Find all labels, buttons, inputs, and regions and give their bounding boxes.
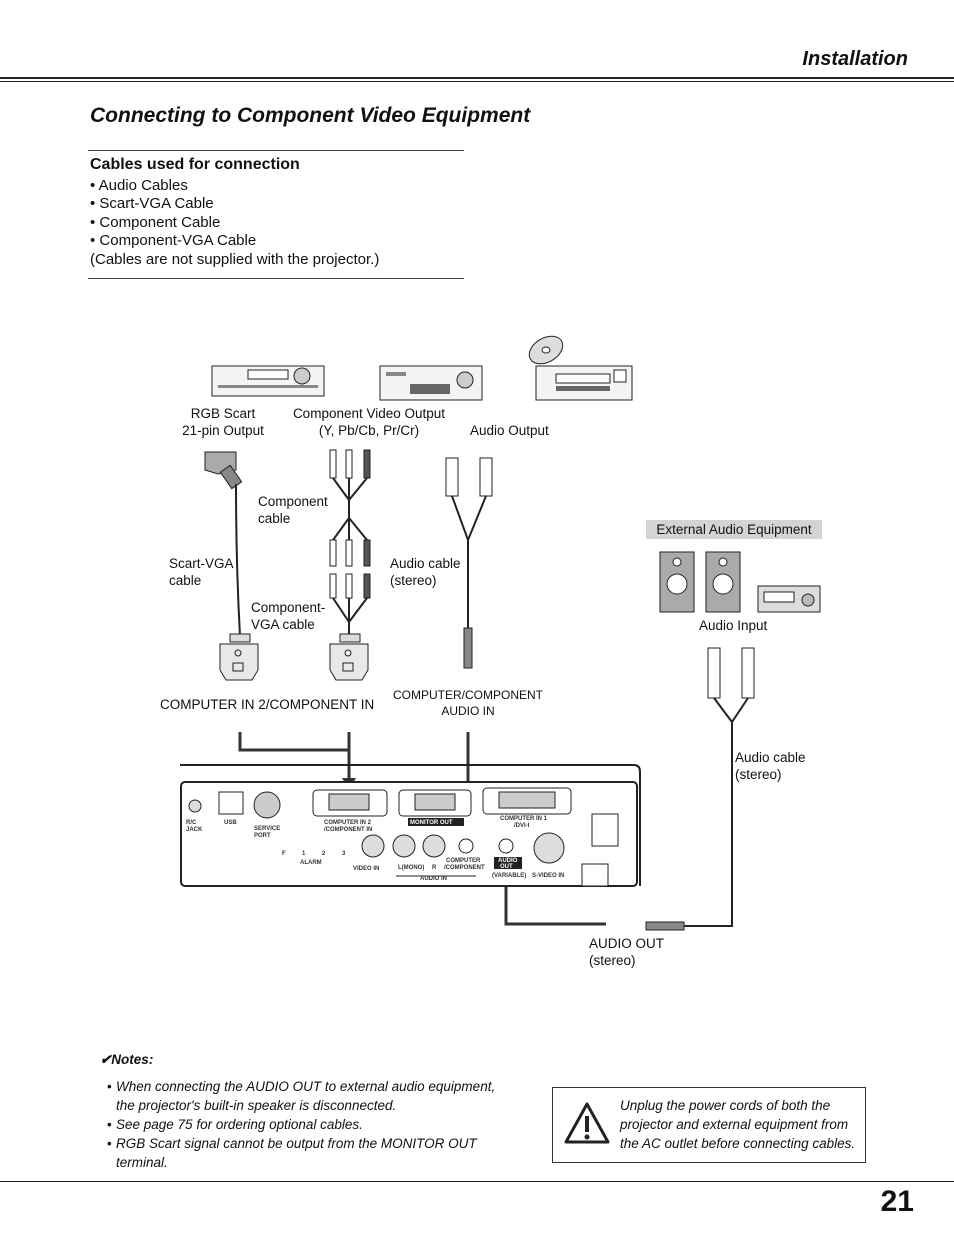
- panel-labels: R/C JACK USB SERVICE PORT COMPUTER IN 2 …: [186, 816, 564, 882]
- panel-r-label: R: [432, 865, 437, 871]
- component-rca-top: [329, 449, 371, 636]
- scart-device-icon: [211, 365, 325, 397]
- panel-audio-out-label-2: OUT: [500, 864, 513, 870]
- speaker-right-icon: [705, 551, 741, 613]
- footer-rule: [0, 1181, 954, 1182]
- note-item: See page 75 for ordering optional cables…: [107, 1115, 500, 1134]
- panel-computer-in2-label-2: /COMPONENT IN: [324, 827, 372, 833]
- external-audio-label: External Audio Equipment: [646, 520, 822, 539]
- audio-out-label: AUDIO OUT (stereo): [589, 936, 665, 968]
- page-number: 21: [880, 1185, 914, 1218]
- rgb-scart-label: RGB Scart 21-pin Output: [182, 406, 264, 438]
- cables-heading: Cables used for connection: [90, 156, 300, 173]
- panel-computer-in2-label: COMPUTER IN 2: [324, 820, 372, 826]
- computer-component-audio-label: COMPUTER/COMPONENT AUDIO IN: [393, 688, 543, 718]
- cables-note: (Cables are not supplied with the projec…: [90, 250, 380, 268]
- panel-service-label: SERVICE: [254, 826, 280, 832]
- panel-service-label-2: PORT: [254, 833, 271, 839]
- audio-cable-external-label: Audio cable (stereo): [735, 750, 806, 782]
- cables-top-rule: [88, 150, 464, 151]
- projector-rear-panel: R/C JACK USB SERVICE PORT COMPUTER IN 2 …: [180, 764, 641, 887]
- scart-vga-cable-label: Scart-VGA cable: [169, 556, 234, 588]
- audio-cable-external: [645, 647, 755, 931]
- vga-plug-right-icon: [329, 633, 369, 681]
- section-title: Installation: [802, 48, 908, 70]
- panel-alarm-label: ALARM: [300, 860, 322, 866]
- panel-s-video-label: S-VIDEO IN: [532, 873, 564, 879]
- warning-icon: [564, 1102, 610, 1144]
- notes-section: ✔Notes: When connecting the AUDIO OUT to…: [100, 1052, 500, 1172]
- panel-computer-in1-label: COMPUTER IN 1: [500, 816, 548, 822]
- audio-output-label: Audio Output: [470, 423, 549, 438]
- panel-video-in-label: VIDEO IN: [353, 866, 379, 872]
- component-output-label: Component Video Output (Y, Pb/Cb, Pr/Cr): [292, 406, 446, 438]
- component-cable-label: Component cable: [258, 494, 328, 526]
- vga-plug-left-icon: [219, 633, 259, 681]
- panel-computer-component-label-2: /COMPONENT: [444, 865, 485, 871]
- panel-audio-out-label: AUDIO: [498, 858, 518, 864]
- cables-list: Cables used for connection • Audio Cable…: [90, 156, 379, 270]
- panel-2-label: 2: [322, 851, 326, 857]
- panel-computer-component-label: COMPUTER: [446, 858, 481, 864]
- panel-f-label: F: [282, 851, 286, 857]
- panel-rc-jack-label-2: JACK: [186, 827, 203, 833]
- component-vga-cable-label: Component- VGA cable: [251, 600, 326, 632]
- cable-item: • Component-VGA Cable: [90, 232, 257, 250]
- audio-cable-label: Audio cable (stereo): [390, 556, 461, 588]
- note-item: When connecting the AUDIO OUT to externa…: [107, 1077, 500, 1115]
- header-rule-thick: [0, 77, 954, 79]
- warning-box: Unplug the power cords of both the proje…: [552, 1087, 866, 1163]
- note-item: RGB Scart signal cannot be output from t…: [107, 1134, 500, 1172]
- warning-text: Unplug the power cords of both the proje…: [620, 1098, 856, 1151]
- panel-computer-in1-label-2: /DVI-I: [514, 823, 530, 829]
- notes-heading: ✔Notes:: [100, 1052, 154, 1067]
- scart-plug-icon: [204, 451, 243, 490]
- page-title: Connecting to Component Video Equipment: [90, 104, 531, 127]
- cables-bottom-rule: [88, 278, 464, 279]
- header-rule-thin: [0, 81, 954, 82]
- audio-cable-source: [445, 457, 493, 669]
- panel-audio-in-label: AUDIO IN: [420, 876, 447, 882]
- component-device-icon: [379, 365, 483, 401]
- panel-3-label: 3: [342, 851, 346, 857]
- panel-rc-jack-label: R/C: [186, 820, 197, 826]
- panel-usb-label: USB: [224, 820, 237, 826]
- panel-variable-label: (VARIABLE): [492, 873, 526, 879]
- panel-l-mono-label: L(MONO): [398, 865, 424, 871]
- audio-device-icon: [528, 335, 633, 401]
- audio-input-label: Audio Input: [699, 618, 768, 633]
- cable-item: • Component Cable: [90, 213, 221, 231]
- panel-1-label: 1: [302, 851, 306, 857]
- computer-in2-label: COMPUTER IN 2/COMPONENT IN: [160, 697, 375, 712]
- cable-item: • Scart-VGA Cable: [90, 195, 214, 213]
- panel-monitor-out-label: MONITOR OUT: [410, 820, 453, 826]
- cable-item: • Audio Cables: [90, 176, 188, 194]
- amplifier-icon: [757, 585, 821, 613]
- speaker-left-icon: [659, 551, 695, 613]
